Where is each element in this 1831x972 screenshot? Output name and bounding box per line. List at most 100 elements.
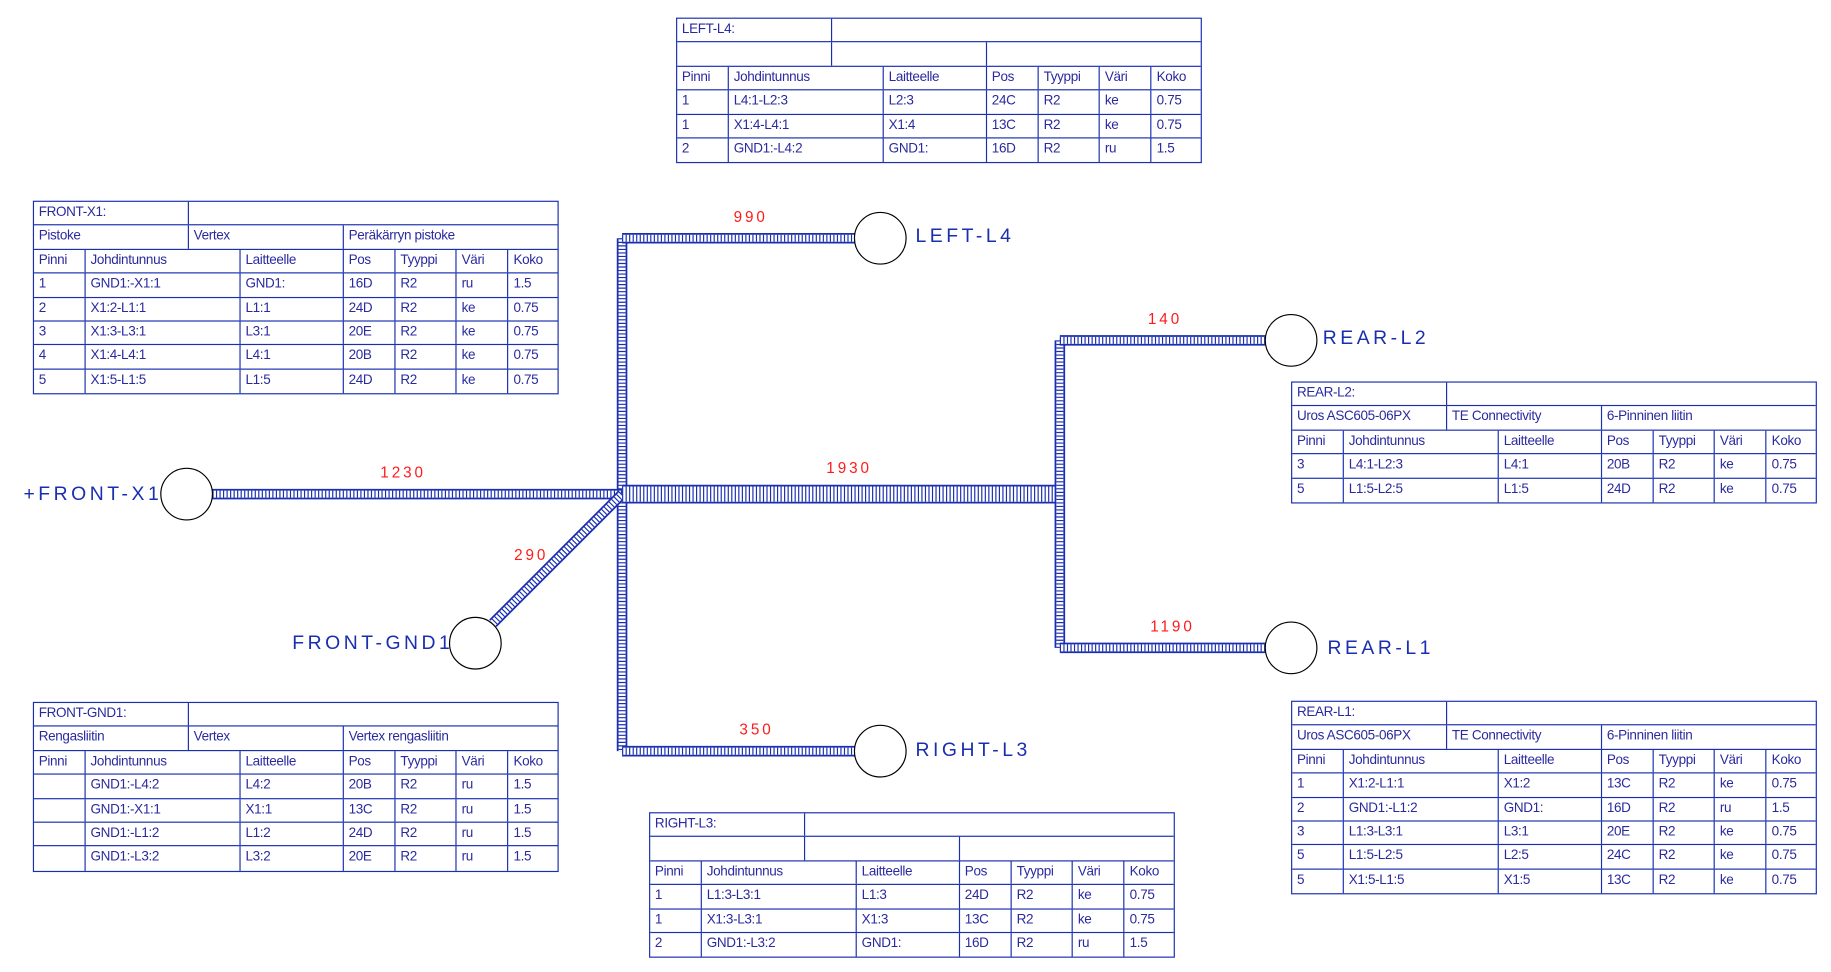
table-title-blank — [1447, 383, 1816, 406]
table-cell: L1:1 — [241, 297, 344, 321]
table-cell: ke — [1073, 885, 1125, 908]
length-left-l4: 990 — [733, 207, 768, 226]
description: 6-Pinninen liitin — [1606, 410, 1693, 425]
table-cell: X1:4-L4:1 — [86, 345, 241, 369]
table-cell: 0.75 — [1771, 481, 1797, 496]
table-cell: 24D — [1602, 478, 1654, 503]
length-front-gnd1: 290 — [514, 545, 549, 564]
table-cell: GND1:-L4:2 — [86, 774, 241, 798]
column-header: Pos — [1602, 430, 1654, 454]
table-cell: GND1: — [1499, 797, 1603, 821]
connector-type: Uros ASC605-06PX — [1292, 725, 1448, 749]
table-cell: R2 — [396, 774, 457, 798]
column-header: Pinni — [650, 861, 703, 884]
table-cell: R2 — [1012, 933, 1074, 957]
description: 6-Pinninen liitin — [1606, 729, 1693, 744]
table-title-row: LEFT-L4: — [677, 18, 1201, 43]
column-header: Koko — [1129, 864, 1160, 879]
table-title-row: REAR-L2: — [1292, 382, 1816, 407]
table-cell: R2 — [396, 798, 457, 822]
connector-label-front-gnd1: FRONT-GND1 — [292, 632, 454, 654]
table-cell: L1:3-L3:1 — [702, 885, 857, 908]
table-cell: ke — [457, 297, 509, 321]
column-header: Laitteelle — [857, 861, 961, 884]
connector-circle-left-l4[interactable] — [853, 211, 907, 265]
connector-circle-front-gnd1[interactable] — [448, 616, 502, 670]
table-cell: 20B — [1602, 454, 1654, 478]
table-cell: 1.5 — [513, 850, 532, 865]
table-cell: 1.5 — [1129, 936, 1148, 951]
connector-circle-rear-l1[interactable] — [1264, 621, 1318, 675]
table-cell: L1:5-L2:5 — [1344, 845, 1499, 869]
table-title: FRONT-X1: — [34, 201, 189, 225]
table-cell: 24D — [344, 822, 396, 846]
connector-circle-right-l3[interactable] — [853, 724, 907, 778]
table-cell: 0.75 — [1771, 457, 1797, 473]
manufacturer — [805, 837, 961, 861]
column-header: Pos — [344, 249, 396, 273]
column-header: Pinni — [1292, 749, 1345, 773]
table-cell: L1:5-L2:5 — [1344, 478, 1499, 503]
column-header: Laitteelle — [241, 249, 344, 273]
table-title-blank — [189, 703, 558, 726]
manufacturer: Vertex — [189, 726, 344, 750]
column-header: Tyyppi — [1654, 430, 1716, 454]
table-cell: ke — [457, 345, 509, 369]
table-cell: 5 — [1292, 478, 1345, 503]
table-cell: GND1:-L3:2 — [86, 846, 241, 871]
table-cell: 1.5 — [513, 802, 532, 817]
connector-label-rear-l2: REAR-L2 — [1322, 327, 1430, 349]
table-cell: R2 — [396, 369, 457, 394]
length-right-l3: 350 — [739, 720, 774, 739]
table-cell: ru — [1073, 933, 1125, 957]
length-front-x1: 1230 — [380, 463, 426, 482]
table-cell: 0.75 — [513, 325, 539, 340]
table-cell — [34, 846, 86, 871]
table-cell: X1:5-L1:5 — [1344, 869, 1499, 894]
table-cell: 1 — [677, 90, 730, 114]
column-header: Koko — [513, 253, 543, 268]
table-cell: L1:3 — [857, 885, 961, 908]
table-cell: R2 — [396, 822, 457, 846]
column-header: Johdintunnus — [729, 66, 884, 90]
table-cell: ke — [1100, 90, 1152, 114]
table-cell: R2 — [1012, 885, 1074, 908]
table-cell: X1:5 — [1499, 869, 1603, 894]
connector-circle-rear-l2[interactable] — [1264, 313, 1318, 367]
column-header: Väri — [1715, 430, 1767, 454]
column-header: Pos — [960, 861, 1012, 884]
table-cell: L3:1 — [1499, 821, 1603, 845]
connector-label-rear-l1: REAR-L1 — [1327, 637, 1434, 659]
table-cell: 1 — [34, 273, 86, 297]
column-header: Koko — [1771, 753, 1802, 768]
table-cell: X1:2-L1:1 — [1344, 773, 1499, 797]
table-cell: 16D — [344, 273, 396, 297]
table-cell: 24D — [960, 885, 1012, 908]
table-cell: R2 — [1654, 454, 1716, 478]
column-header: Koko — [513, 754, 543, 769]
table-cell: ke — [1715, 773, 1767, 797]
table-cell — [34, 774, 86, 798]
table-cell: 5 — [1292, 869, 1345, 894]
table-cell: 3 — [34, 321, 86, 345]
description: Peräkärryn pistoke — [348, 229, 456, 244]
table-cell: L1:5 — [1499, 478, 1603, 503]
column-header: Pinni — [677, 66, 730, 90]
column-header: Johdintunnus — [1344, 430, 1499, 454]
connector-circle-front-x1[interactable] — [160, 467, 214, 521]
table-cell: X1:3 — [857, 909, 961, 932]
manufacturer: TE Connectivity — [1447, 725, 1603, 749]
